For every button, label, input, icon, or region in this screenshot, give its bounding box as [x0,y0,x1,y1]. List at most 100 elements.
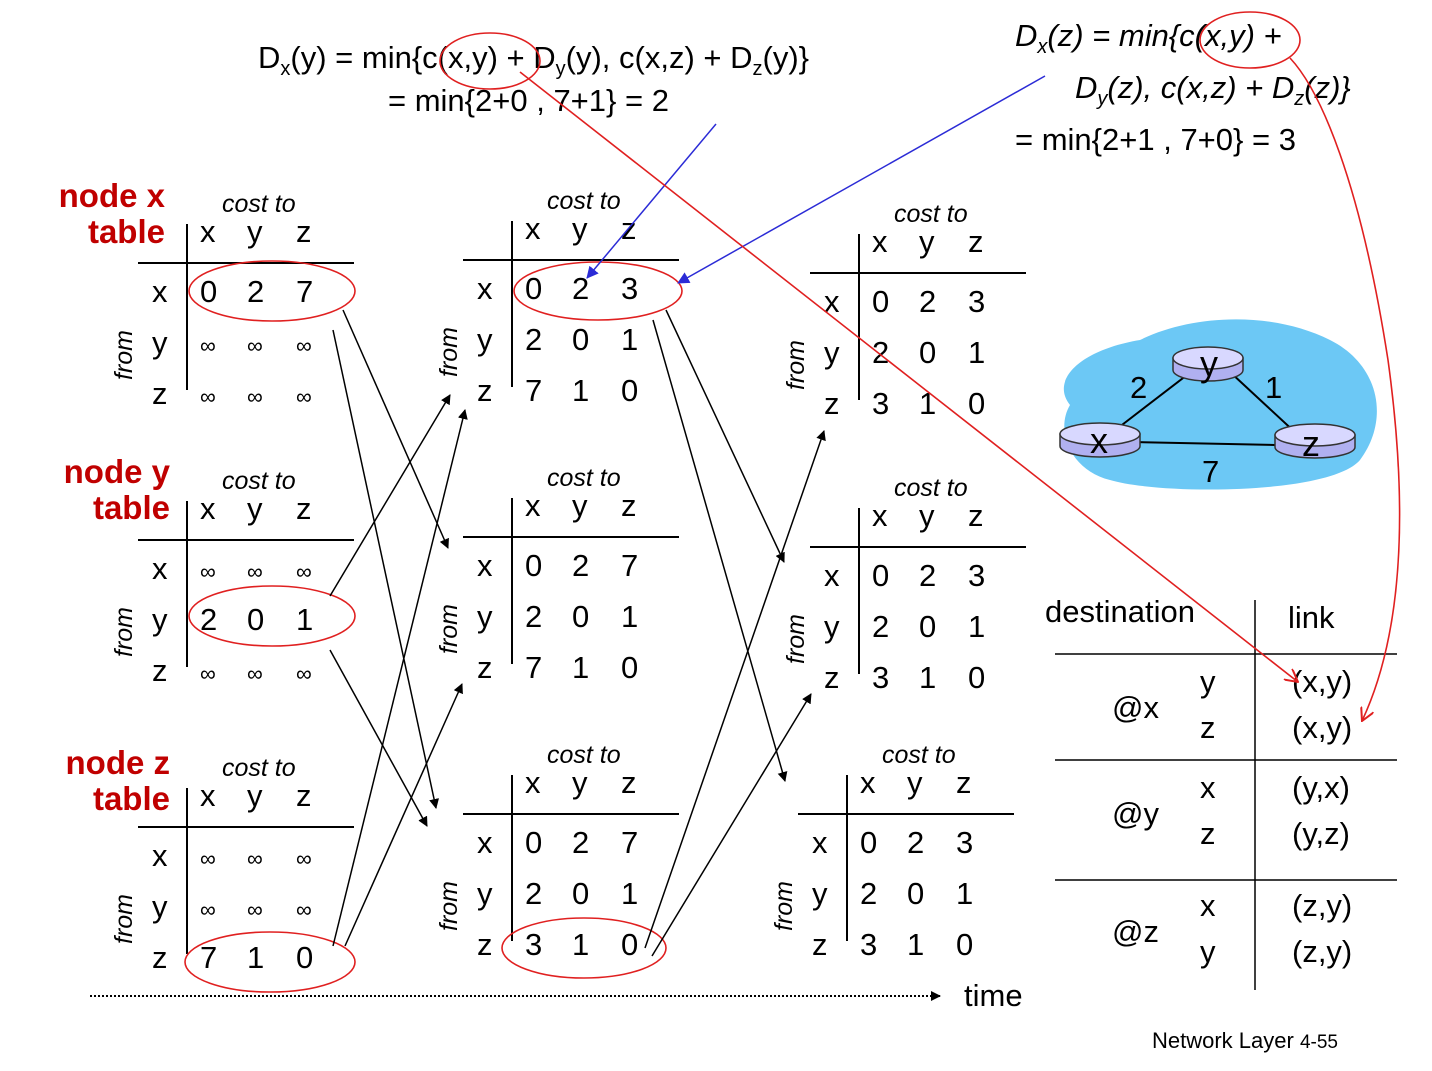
table-cell: 1 [572,373,590,408]
link-y-z [1229,371,1299,436]
table-cell: ∞ [200,846,216,871]
table-cell: 0 [296,940,314,975]
table-cell: ∞ [247,384,263,409]
table-hline [810,272,1026,274]
table-hline [138,539,354,541]
table-cell: 2 [525,322,543,357]
footer-label: Network Layer 4-55 [1152,1028,1338,1053]
rt-node-label: @x [1112,690,1159,725]
table-cell: 1 [907,927,925,962]
table-cell: 2 [919,284,937,319]
table-cell: 0 [860,825,878,860]
table-hline [463,536,679,538]
row-header-y: y [812,876,828,911]
row-header-z: z [477,650,493,685]
table-cell: ∞ [247,333,263,358]
table-cell: 2 [872,335,890,370]
table-hline [463,259,679,261]
table-vline [186,501,188,667]
cost-to-label: cost to [222,754,296,782]
time-label: time [964,978,1023,1013]
table-cell: ∞ [296,897,312,922]
table-cell: 2 [872,609,890,644]
formula-dx-z: Dx(z) = min{c(x,y) + [1015,18,1282,59]
table-cell: 1 [621,876,639,911]
table-cell: 0 [872,284,890,319]
table-cell: 0 [621,927,639,962]
table-cell: 1 [919,660,937,695]
table-cell: 3 [860,927,878,962]
table-cell: 7 [200,940,218,975]
formula-dx-z-line2: Dy(z), c(x,z) + Dz(z)} [1075,70,1351,111]
node-label-y: y [1200,343,1218,384]
col-header-z: z [296,214,312,249]
col-header-x: x [200,778,216,813]
row-header-y: y [477,876,493,911]
table-cell: ∞ [200,897,216,922]
table-cell: 0 [968,660,986,695]
table-cell: ∞ [200,333,216,358]
table-cell: 0 [247,602,265,637]
col-header-y: y [919,498,935,533]
formula-dx-y: Dx(y) = min{c(x,y) + Dy(y), c(x,z) + Dz(… [258,40,810,81]
link-x-z [1129,441,1276,446]
table-cell: 7 [296,274,314,309]
table-vline [186,224,188,390]
table-cell: ∞ [247,559,263,584]
table-cell: 0 [525,548,543,583]
row-header-z: z [812,927,828,962]
row-header-z: z [152,376,168,411]
rt-link: (z,y) [1292,934,1353,969]
col-header-y: y [907,765,923,800]
table-cell: 2 [860,876,878,911]
table-vline [511,498,513,664]
table-cell: 0 [200,274,218,309]
rt-node-label: @z [1112,914,1159,949]
highlight-t1y-row [188,585,356,647]
table-cell: 0 [621,373,639,408]
row-header-z: z [824,386,840,421]
table-cell: ∞ [200,661,216,686]
table-vline [858,234,860,400]
rt-dest: z [1200,816,1216,851]
row-header-x: x [812,825,828,860]
formula-dx-z-result: = min{2+1 , 7+0} = 3 [1015,122,1296,157]
row-header-z: z [152,940,168,975]
rt-dest: y [1200,934,1216,969]
highlight-t1z-row [184,931,356,993]
col-header-z: z [296,491,312,526]
rt-dest: x [1200,770,1216,805]
table-vline [511,221,513,387]
highlight-t1x-row [188,260,356,322]
table-cell: 2 [200,602,218,637]
table-cell: 0 [907,876,925,911]
table-cell: 2 [525,876,543,911]
table-hline [138,826,354,828]
table-cell: ∞ [200,559,216,584]
row-header-y: y [477,322,493,357]
highlight-cxy-right [1199,11,1301,69]
cost-to-label: cost to [894,474,968,502]
table-hline [798,813,1014,815]
table-cell: 1 [247,940,265,975]
cost-x-y: 2 [1130,370,1147,405]
col-header-z: z [621,765,637,800]
table-cell: 2 [525,599,543,634]
col-header-y: y [572,488,588,523]
table-vline [846,775,848,941]
table-cell: 7 [525,373,543,408]
table-cell: 0 [919,335,937,370]
rt-link: (z,y) [1292,888,1353,923]
col-header-y: y [247,491,263,526]
router-y-icon [1172,346,1244,382]
col-header-z: z [296,778,312,813]
table-cell: 0 [968,386,986,421]
rt-link: (y,z) [1292,816,1350,851]
